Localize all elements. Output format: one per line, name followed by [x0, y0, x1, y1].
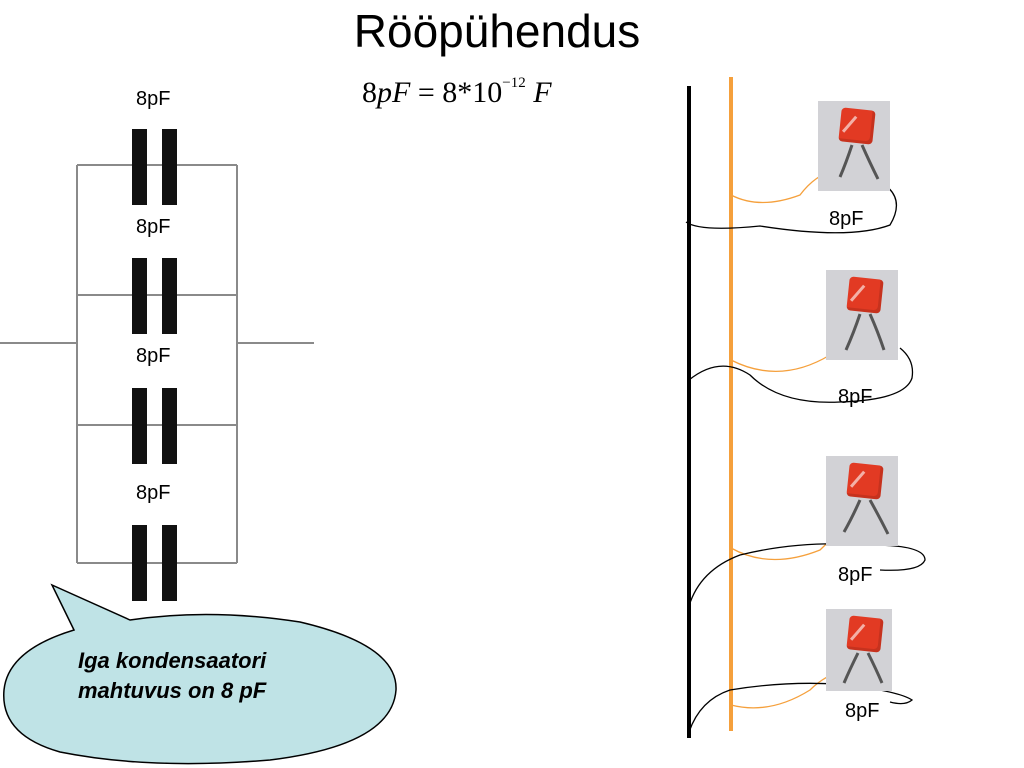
formula: 8pF = 8*10−12 F: [362, 75, 552, 110]
photo-capacitor-label-1: 8pF: [829, 208, 864, 230]
callout-text: Iga kondensaatori mahtuvus on 8 pF: [78, 646, 358, 706]
capacitor-legs-4: [842, 652, 884, 684]
photo-capacitor-label-4: 8pF: [845, 700, 880, 722]
black-lead-3: [688, 543, 926, 607]
capacitor-symbol-3: [132, 388, 177, 464]
schematic-capacitor-label-3: 8pF: [136, 345, 171, 367]
schematic-capacitor-label-1: 8pF: [136, 88, 171, 110]
schematic-capacitor-label-4: 8pF: [136, 482, 171, 504]
capacitor-symbol-1: [132, 129, 177, 205]
slide-title: Rööpühendus: [353, 5, 641, 57]
formula-times: *: [457, 76, 473, 109]
formula-lhs-unit: pF: [377, 76, 411, 109]
formula-equals: =: [417, 76, 435, 109]
formula-lhs-number: 8: [362, 76, 377, 109]
capacitor-photo-2: [826, 270, 898, 360]
photo-capacitor-label-3: 8pF: [838, 564, 873, 586]
formula-rhs-unit: F: [533, 76, 552, 109]
formula-exponent: −12: [502, 75, 526, 91]
photo-capacitor-label-2: 8pF: [838, 386, 873, 408]
capacitor-photo-3: [826, 456, 898, 546]
capacitor-photo-4: [826, 609, 892, 691]
callout-line-2: mahtuvus on 8 pF: [78, 678, 267, 703]
capacitor-symbol-4: [132, 525, 177, 601]
capacitor-legs-3: [842, 499, 890, 535]
callout-line-1: Iga kondensaatori: [78, 648, 267, 673]
speech-bubble-shape: [3, 583, 397, 765]
black-lead-2: [688, 347, 914, 403]
black-lead-1: [685, 184, 897, 234]
capacitor-photo-1: [818, 101, 890, 191]
capacitor-legs-2: [844, 313, 886, 351]
formula-rhs-mantissa: 8: [442, 76, 458, 109]
capacitor-legs-1: [838, 144, 880, 180]
capacitor-symbol-2: [132, 258, 177, 334]
schematic-capacitor-label-2: 8pF: [136, 216, 171, 238]
schematic-wires: [0, 164, 314, 564]
formula-base: 10: [472, 76, 503, 109]
